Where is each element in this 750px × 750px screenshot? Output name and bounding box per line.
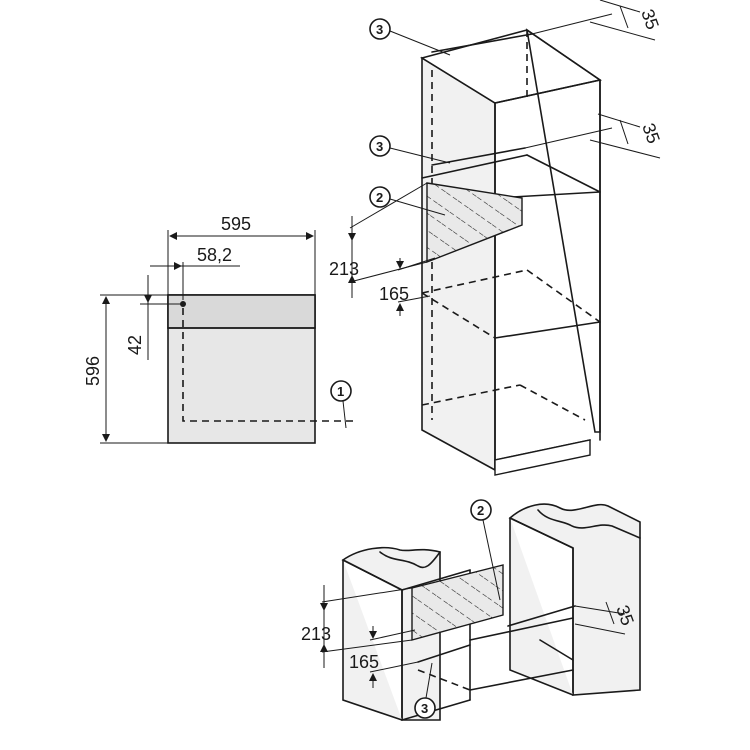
svg-text:3: 3 [376,139,383,154]
dim-top-gap-2: 35 [524,113,664,159]
svg-text:2: 2 [477,503,484,518]
dim-base-depth: 165 [349,626,419,688]
callout-1: 1 [330,380,352,429]
base-unit-left [341,546,471,721]
svg-text:1: 1 [337,384,344,399]
oven-control-panel [167,294,316,329]
dim-oven-width: 595 [167,214,316,295]
label-tall-opening-depth: 165 [379,284,409,304]
dim-oven-height: 596 [83,294,168,444]
label-top-gap-2: 35 [638,121,664,147]
label-oven-height: 596 [83,356,103,386]
base-shelf [417,617,574,691]
callout-3-base: 3 [414,662,436,719]
dim-offset-vertical: 42 [125,275,183,360]
dim-top-gap-1: 35 [531,0,663,41]
label-base-opening-height: 213 [301,624,331,644]
callout-3-mid: 3 [369,135,451,164]
label-top-gap-1: 35 [637,7,663,33]
label-tall-opening-height: 213 [329,259,359,279]
tall-cabinet [419,28,602,476]
label-base-opening-depth: 165 [349,652,379,672]
dim-tall-depth: 165 [379,257,436,316]
tall-cabinet-side [421,56,496,472]
svg-text:2: 2 [376,190,383,205]
label-oven-width: 595 [221,214,251,234]
label-offset-vertical: 42 [125,335,145,355]
dim-base-opening: 213 [301,585,413,668]
svg-text:3: 3 [421,701,428,716]
tall-cabinet-opening [426,182,523,264]
dim-tall-opening: 213 [329,182,428,298]
callout-2-base: 2 [470,499,501,601]
svg-text:3: 3 [376,22,383,37]
base-unit-right [508,503,641,696]
cable-route [182,308,355,422]
callout-2-tall: 2 [369,186,446,216]
callout-3-top: 3 [369,18,451,56]
oven-front-view [167,294,355,444]
base-opening [411,564,504,641]
dim-offset-horizontal: 58,2 [150,245,240,300]
label-offset-horizontal: 58,2 [197,245,232,265]
